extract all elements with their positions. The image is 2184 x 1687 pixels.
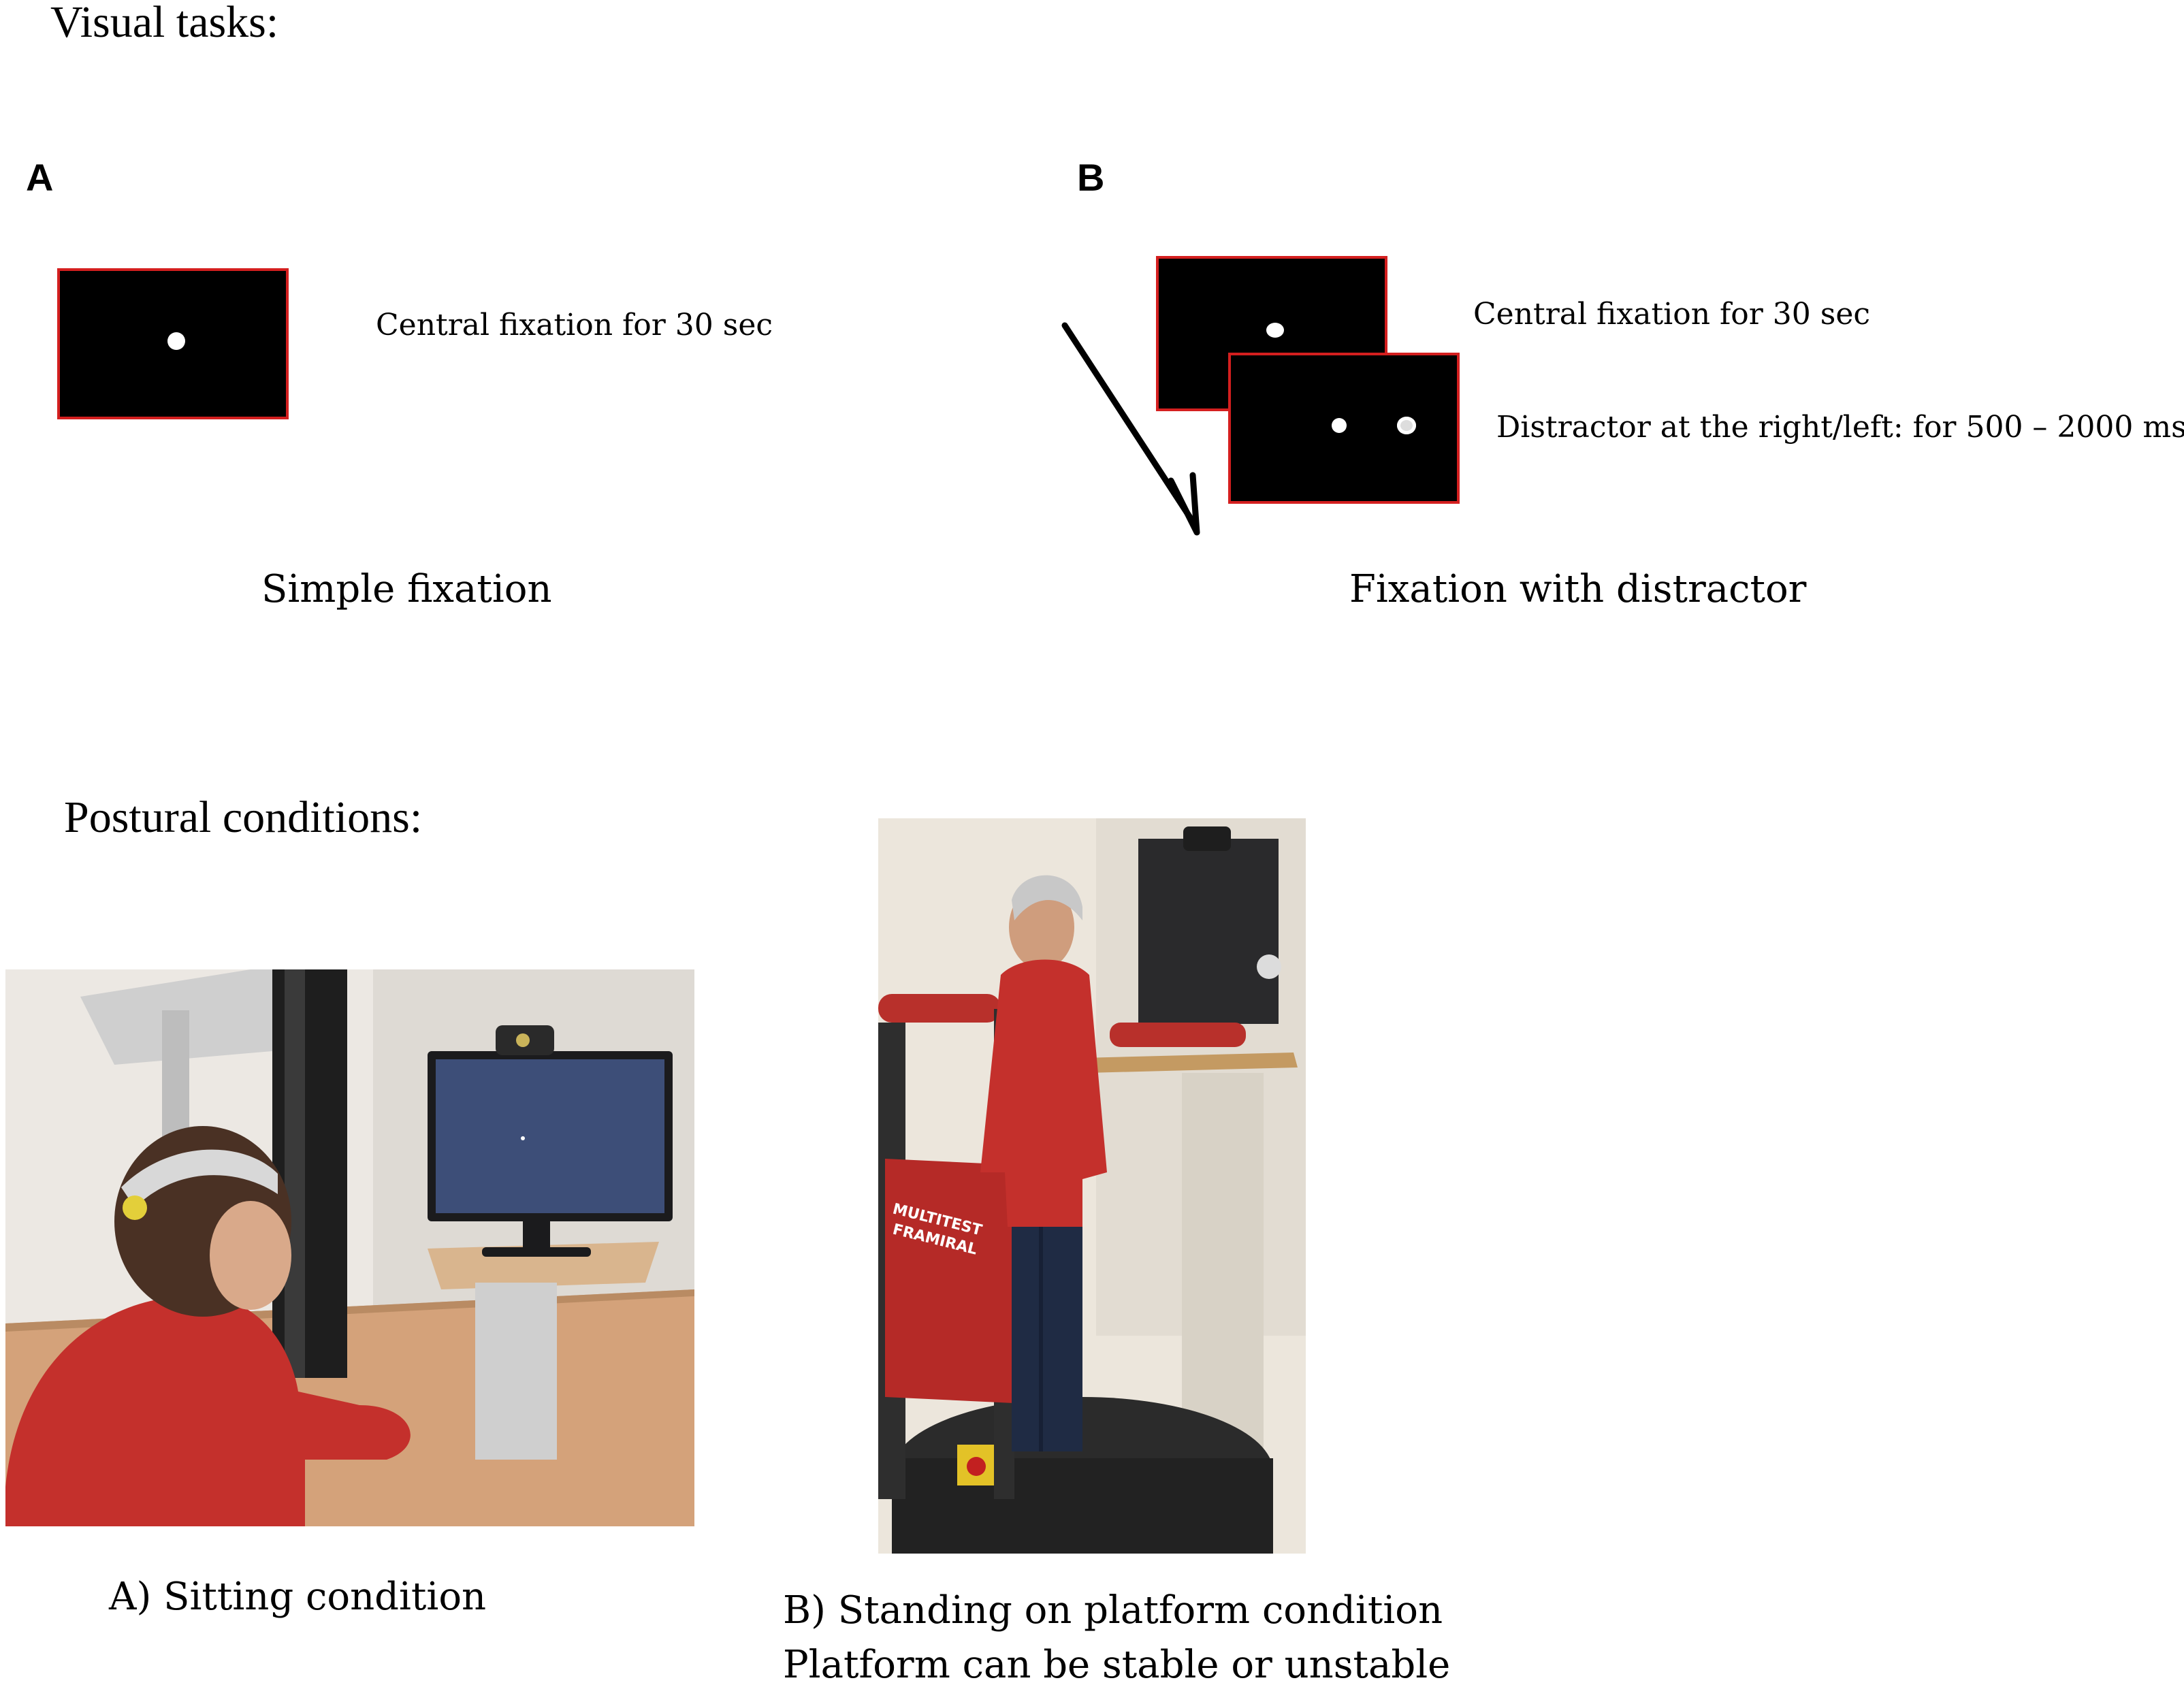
central-fixation-dot — [1332, 418, 1347, 433]
central-fixation-dot — [167, 332, 185, 350]
sitting-condition-photo — [5, 969, 694, 1526]
standing-condition-caption-line2: Platform can be stable or unstable — [783, 1643, 1451, 1687]
panel-b-letter: B — [1077, 156, 1105, 199]
simple-fixation-screen — [57, 268, 289, 419]
postural-conditions-heading: Postural conditions: — [64, 792, 423, 842]
sitting-condition-caption: A) Sitting condition — [109, 1575, 487, 1619]
standing-scene-illustration: MULTITEST FRAMIRAL — [878, 818, 1306, 1554]
sitting-scene-illustration — [5, 969, 694, 1526]
central-fixation-dot — [1266, 323, 1284, 338]
distractor-screen — [1228, 353, 1460, 504]
distractor-screen-label: Distractor at the right/left: for 500 – … — [1496, 410, 2184, 445]
standing-condition-caption-line1: B) Standing on platform condition — [783, 1588, 1443, 1633]
simple-fixation-screen-label: Central fixation for 30 sec — [376, 308, 773, 342]
visual-tasks-heading: Visual tasks: — [50, 0, 279, 47]
time-arrow — [1061, 322, 1200, 536]
standing-platform-photo: MULTITEST FRAMIRAL — [878, 818, 1306, 1554]
central-fixation-screen-label: Central fixation for 30 sec — [1473, 297, 1871, 332]
panel-a-letter: A — [26, 156, 54, 199]
fixation-with-distractor-caption: Fixation with distractor — [1349, 567, 1807, 611]
simple-fixation-caption: Simple fixation — [261, 567, 552, 611]
distractor-stimulus — [1397, 417, 1416, 434]
